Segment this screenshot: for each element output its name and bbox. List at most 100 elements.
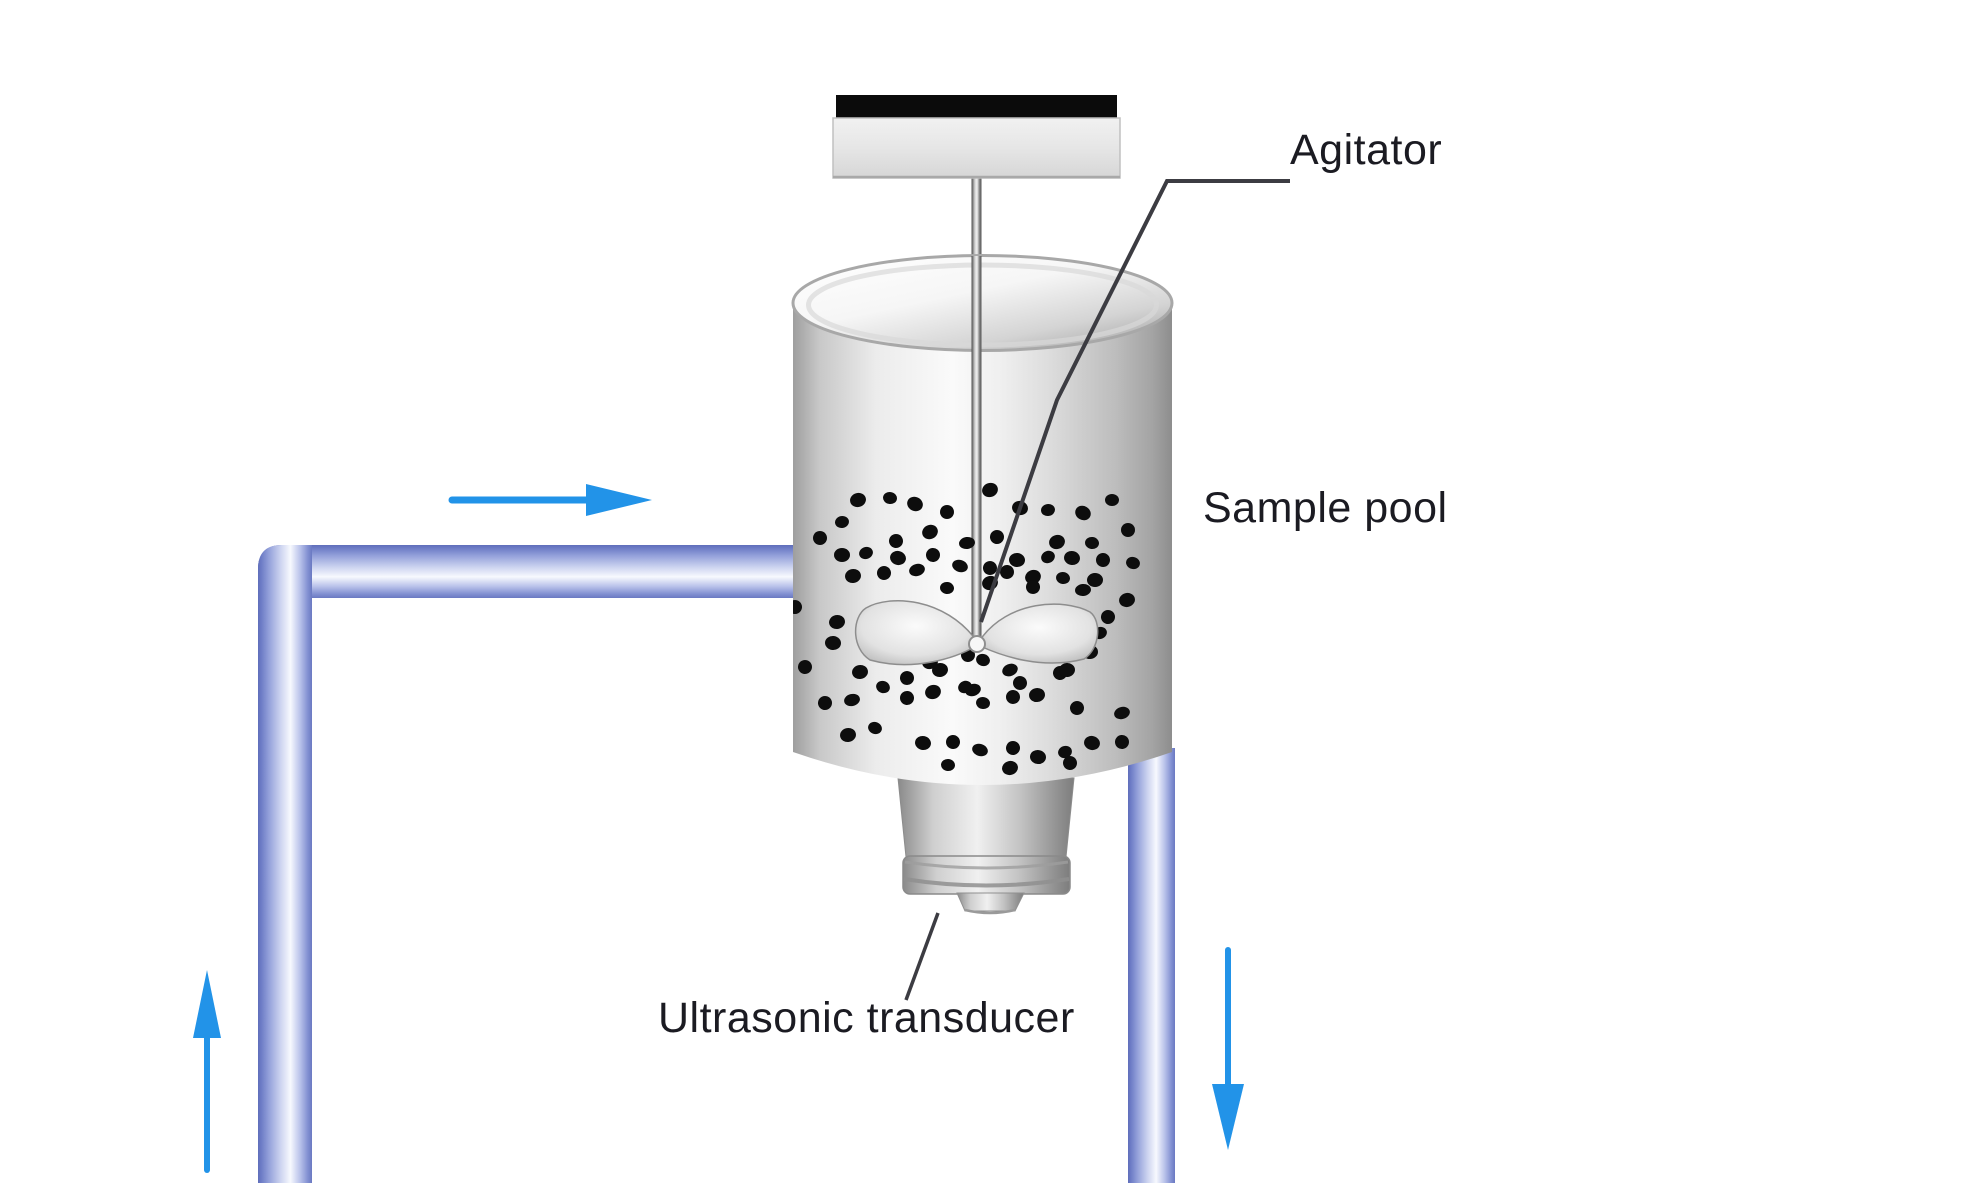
sample-particle (1115, 735, 1129, 749)
sample-particle (1056, 571, 1070, 585)
vessel-mouth-opening (791, 254, 1174, 352)
sample-particle (1121, 523, 1135, 537)
sample-pool-vessel (793, 303, 1172, 785)
sample-particle (1087, 572, 1103, 588)
sample-particle (958, 680, 972, 694)
sample-particle (900, 671, 914, 685)
sample-particle (1119, 592, 1135, 608)
sample-particle (983, 561, 997, 575)
pipe-left-vertical (258, 560, 312, 1183)
sample-particle (976, 696, 990, 710)
vessel-inner-rim (806, 262, 1159, 348)
sample-particle (845, 568, 861, 584)
sample-particle (926, 548, 940, 562)
sample-particle (1114, 706, 1130, 720)
sample-particle (835, 515, 849, 529)
sample-particle (876, 680, 890, 694)
sample-particle (907, 496, 923, 512)
sample-particle (909, 563, 925, 577)
sample-particle (1049, 534, 1065, 550)
sample-particle (959, 536, 975, 550)
transducer-ring (902, 855, 1071, 895)
sample-particle (1002, 760, 1018, 776)
sample-particle (1041, 503, 1055, 517)
transducer-tip (956, 892, 1025, 912)
sample-particle (976, 653, 990, 667)
sample-particle (1075, 583, 1091, 597)
agitator-leader-line (979, 179, 1290, 623)
pipe-left-loop (258, 545, 795, 1183)
sample-particle (1006, 741, 1020, 755)
label-sample-pool: Sample pool (1203, 484, 1448, 532)
sample-particle (844, 693, 860, 707)
sample-particle (868, 721, 882, 735)
sample-particle (1029, 687, 1045, 703)
propeller-hub (968, 635, 986, 653)
propeller-blade-left (854, 599, 977, 666)
sample-particles (793, 482, 1140, 776)
pipe-elbow-corner (258, 545, 312, 598)
sample-particle (825, 635, 841, 651)
sample-particle (990, 530, 1004, 544)
sample-particle (1084, 735, 1100, 751)
sample-particle (1041, 550, 1055, 564)
sample-particle (900, 691, 914, 705)
sample-particle (946, 735, 960, 749)
motor-housing (832, 117, 1121, 179)
agitator-propeller (854, 599, 1099, 666)
label-agitator: Agitator (1290, 126, 1443, 174)
sample-particle (982, 482, 998, 498)
sample-particle (1002, 663, 1018, 677)
sample-particle (834, 548, 850, 562)
sample-particle (1064, 550, 1080, 566)
sample-particle (1000, 565, 1014, 579)
motor-cap (836, 95, 1117, 118)
agitator-motor (832, 95, 1121, 179)
sample-particle (1063, 756, 1077, 770)
sample-particle (941, 758, 955, 772)
sample-particle (793, 600, 802, 614)
sample-particle (1075, 505, 1091, 521)
sample-particle (852, 664, 868, 680)
sample-particle (877, 566, 891, 580)
sample-particle (840, 727, 856, 743)
sample-particle (1085, 536, 1099, 550)
sample-particle (889, 534, 903, 548)
sample-particle (972, 743, 988, 757)
pipe-top-horizontal (258, 545, 795, 598)
sample-particle (915, 735, 931, 751)
sample-particle (818, 696, 832, 710)
sample-particle (813, 531, 827, 545)
sample-particle (1059, 662, 1075, 678)
transducer-leader-line (904, 912, 940, 1001)
flow-arrow-down (1212, 947, 1244, 1150)
sample-particle (890, 550, 906, 566)
ultrasonic-transducer-body (897, 777, 1075, 915)
sample-particle (1126, 556, 1140, 570)
sample-particle (1030, 749, 1046, 765)
sample-particle (1025, 569, 1041, 585)
sample-particle (1006, 690, 1020, 704)
sample-particle (859, 546, 873, 560)
sample-particle (940, 581, 954, 595)
pipe-right-vertical (1128, 748, 1175, 1183)
flow-arrow-right (448, 484, 652, 516)
sample-particle (1105, 494, 1119, 506)
sample-particle (1013, 676, 1027, 690)
sample-particle (798, 660, 812, 674)
sample-particle (1058, 745, 1072, 759)
sample-particle (925, 684, 941, 700)
sample-particle (883, 491, 897, 505)
sample-particle (940, 505, 954, 519)
propeller-blade-right (979, 603, 1099, 664)
sample-particle (922, 524, 938, 540)
sample-particle (829, 614, 845, 630)
sample-particle (850, 492, 866, 508)
sample-particle (932, 662, 948, 678)
label-ultrasonic-transducer: Ultrasonic transducer (658, 994, 1075, 1042)
sample-particle (1096, 553, 1110, 567)
sample-particle (1070, 701, 1084, 715)
sample-particle (1101, 610, 1115, 624)
